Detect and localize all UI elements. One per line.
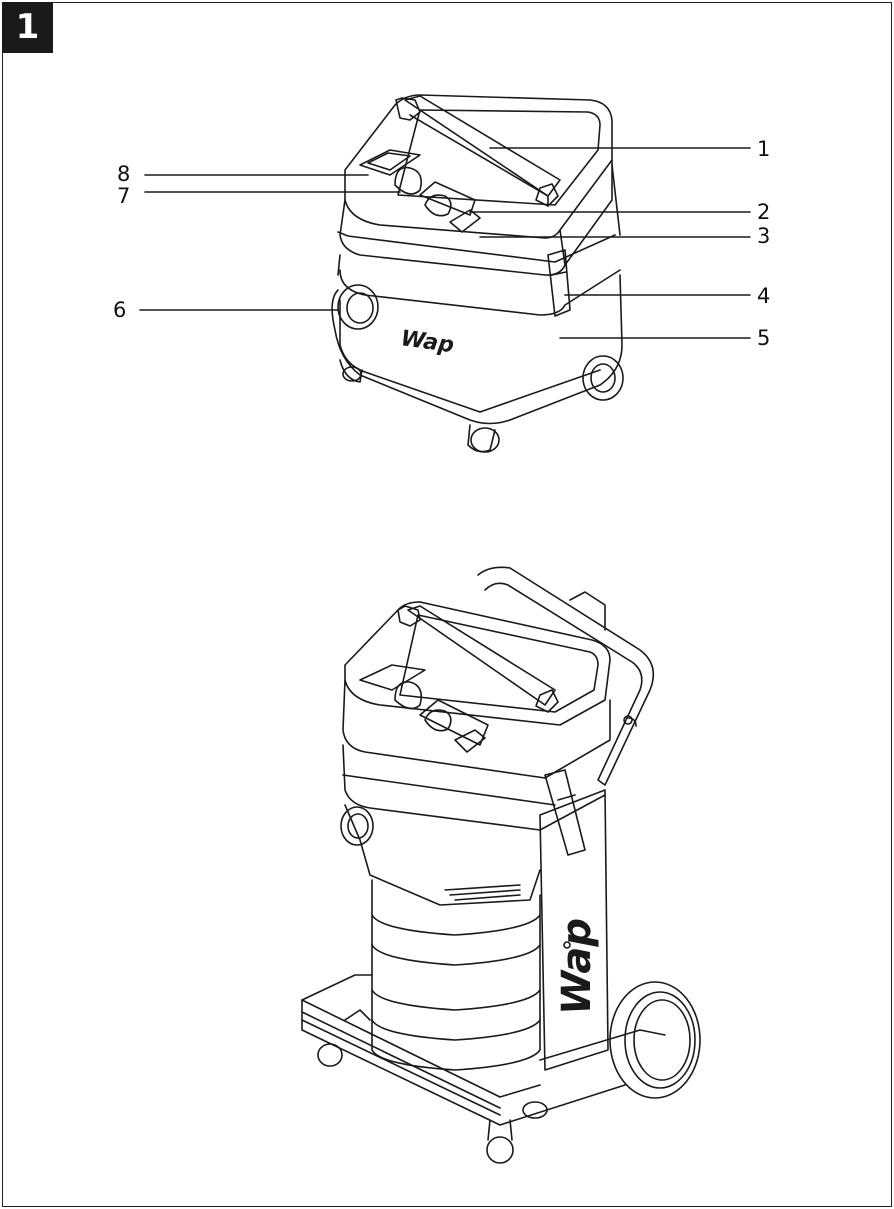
figure-number-badge: 1 (2, 2, 53, 53)
vacuum-top-view (331, 94, 624, 453)
callout-2: 2 (757, 200, 771, 224)
callout-6: 6 (113, 298, 127, 322)
brand-logo-column: Wap (554, 918, 600, 1015)
brand-logo-top: Wap (399, 326, 455, 358)
vacuum-trolley-view (301, 566, 701, 1164)
callout-4: 4 (757, 284, 771, 308)
callout-3: 3 (757, 224, 771, 248)
callout-8: 8 (117, 162, 131, 186)
callout-1: 1 (757, 137, 771, 161)
callout-7: 7 (117, 184, 131, 208)
callout-leaders (139, 147, 751, 339)
callout-5: 5 (757, 326, 771, 350)
